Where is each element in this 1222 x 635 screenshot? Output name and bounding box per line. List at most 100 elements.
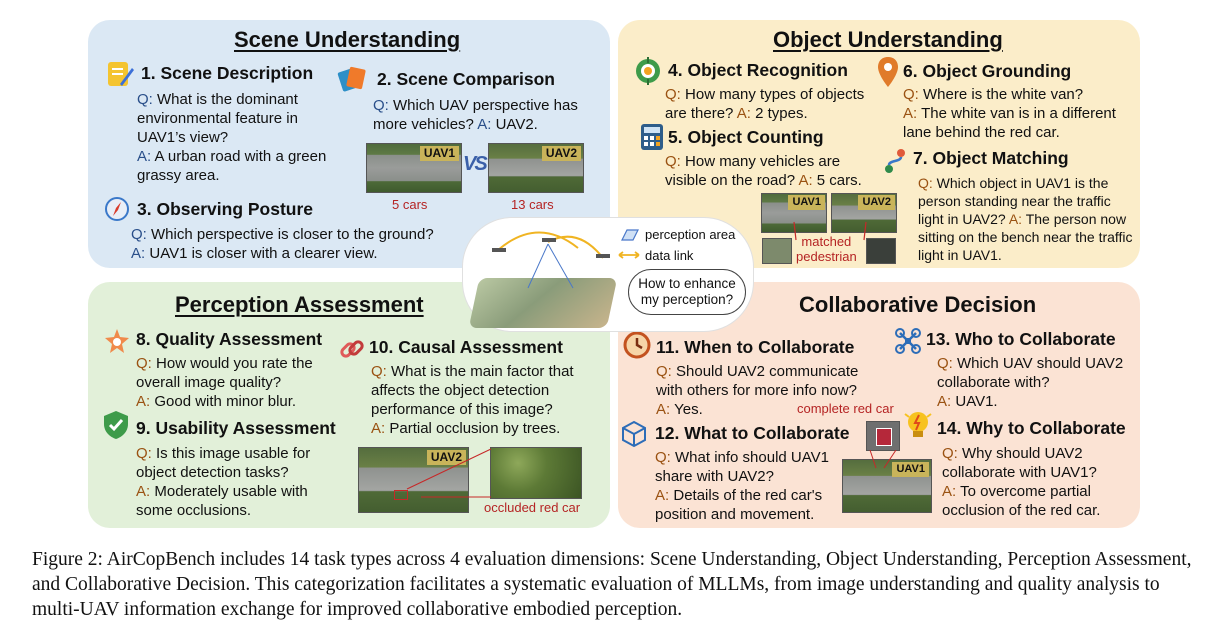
task-1-title: 1. Scene Description	[141, 63, 314, 83]
lightbulb-icon	[904, 412, 932, 437]
task-4-qa: Q: How many types of objects are there? …	[665, 85, 865, 123]
task-10-q-label: Q:	[371, 363, 387, 380]
task-2-qa: Q: Which UAV perspective has more vehicl…	[373, 96, 598, 134]
object-uav2-tag: UAV2	[858, 195, 895, 210]
task-4-question: How many types of objects are there?	[665, 86, 865, 122]
versus-label: VS	[463, 153, 488, 175]
occluded-car-box	[394, 490, 408, 500]
task-7-q-label: Q:	[918, 175, 933, 191]
task-8-answer: Good with minor blur.	[154, 393, 297, 410]
uav1-scene-photo: UAV1	[366, 143, 462, 193]
match-lines	[793, 221, 867, 241]
task-10-title: 10. Causal Assessment	[369, 337, 563, 357]
task-9-q-label: Q:	[136, 445, 152, 462]
task-12-question: What info should UAV1 share with UAV2?	[655, 449, 829, 485]
pedestrian-crop-uav1	[762, 238, 792, 264]
task-5-q-label: Q:	[665, 153, 681, 170]
task-6-question: Where is the white van?	[923, 86, 1084, 103]
task-6-answer: The white van is in a different lane beh…	[903, 105, 1116, 141]
task-13-q-label: Q:	[937, 355, 953, 372]
object-understanding-title: Object Understanding	[773, 27, 1003, 52]
location-pin-icon	[878, 57, 898, 87]
compass-icon	[105, 197, 129, 221]
occluded-red-car-label: occluded red car	[484, 500, 581, 515]
task-11-title: 11. When to Collaborate	[656, 337, 855, 357]
uav2-tag: UAV2	[541, 146, 581, 161]
task-10-answer: Partial occlusion by trees.	[389, 420, 561, 437]
compare-cards-icon	[337, 66, 366, 92]
red-car-crop	[866, 421, 900, 451]
task-1-answer: A urban road with a green grassy area.	[137, 148, 327, 184]
uav2-occluded-photo: UAV2	[358, 447, 469, 513]
red-car-shape	[876, 428, 892, 446]
collab-uav1-tag: UAV1	[892, 462, 929, 477]
task-10-a-label: A:	[371, 420, 386, 437]
task-3-title: 3. Observing Posture	[137, 199, 314, 219]
task-8-question: How would you rate the overall image qua…	[136, 355, 313, 391]
zoom-lines	[406, 448, 492, 498]
task-12-answer: Details of the red car's position and mo…	[655, 487, 823, 523]
notepad-pencil-icon	[108, 62, 134, 86]
target-icon	[636, 57, 660, 85]
uav2-scene-photo: UAV2	[488, 143, 584, 193]
task-13-title: 13. Who to Collaborate	[926, 329, 1116, 349]
task-4-title: 4. Object Recognition	[668, 60, 848, 80]
task-13-answer: UAV1.	[955, 393, 998, 410]
task-2-title: 2. Scene Comparison	[377, 69, 555, 89]
task-14-a-label: A:	[942, 483, 957, 500]
scene-understanding-title: Scene Understanding	[234, 27, 461, 52]
task-13-question: Which UAV should UAV2 collaborate with?	[937, 355, 1124, 391]
task-7-qa: Q: Which object in UAV1 is the person st…	[918, 174, 1133, 264]
uav1-tag: UAV1	[419, 146, 459, 161]
task-7-title: 7. Object Matching	[913, 148, 1069, 168]
task-5-answer: 5 cars.	[816, 172, 862, 189]
task-6-a-label: A:	[903, 105, 918, 122]
task-12-qa: Q: What info should UAV1 share with UAV2…	[655, 448, 850, 524]
task-5-title: 5. Object Counting	[668, 127, 824, 147]
uav1-car-count: 5 cars	[392, 197, 428, 212]
task-9-question: Is this image usable for object detectio…	[136, 445, 311, 481]
drone-icon	[895, 328, 921, 354]
route-match-icon	[885, 149, 905, 173]
uav2-car-count: 13 cars	[511, 197, 554, 212]
data-link-arrow-icon	[618, 251, 640, 259]
task-14-q-label: Q:	[942, 445, 958, 462]
task-2-q-label: Q:	[373, 97, 389, 114]
task-3-q-label: Q:	[131, 226, 147, 243]
task-12-title: 12. What to Collaborate	[655, 423, 850, 443]
task-5-qa: Q: How many vehicles are visible on the …	[665, 152, 880, 190]
task-9-qa: Q: Is this image usable for object detec…	[136, 444, 336, 520]
pedestrian-crop-uav2	[866, 238, 896, 264]
legend-perception-area: perception area	[645, 227, 736, 242]
task-1-question: What is the dominant environmental featu…	[137, 91, 298, 146]
task-9-a-label: A:	[136, 483, 151, 500]
perception-area-icon	[621, 229, 639, 241]
task-3-question: Which perspective is closer to the groun…	[151, 226, 434, 243]
task-7-a-label: A:	[1008, 211, 1023, 227]
star-badge-icon	[105, 329, 129, 353]
task-8-title: 8. Quality Assessment	[136, 329, 323, 349]
task-14-qa: Q: Why should UAV2 collaborate with UAV1…	[942, 444, 1132, 520]
drones-link-graphic	[492, 231, 610, 289]
task-6-qa: Q: Where is the white van? A: The white …	[903, 85, 1133, 142]
task-11-a-label: A:	[656, 401, 671, 418]
task-10-qa: Q: What is the main factor that affects …	[371, 362, 596, 438]
network-cube-icon	[622, 420, 646, 448]
clock-icon	[623, 331, 651, 359]
task-11-q-label: Q:	[656, 363, 672, 380]
task-12-q-label: Q:	[655, 449, 671, 466]
perception-uav2-tag: UAV2	[426, 450, 466, 465]
task-9-answer: Moderately usable with some occlusions.	[136, 483, 308, 519]
task-13-a-label: A:	[937, 393, 952, 410]
task-6-title: 6. Object Grounding	[903, 61, 1072, 81]
collaborative-decision-title: Collaborative Decision	[799, 292, 1037, 317]
task-4-a-label: A:	[736, 105, 751, 122]
figure-caption: Figure 2: AirCopBench includes 14 task t…	[32, 549, 1192, 620]
task-11-answer: Yes.	[674, 401, 703, 418]
task-5-question: How many vehicles are visible on the roa…	[665, 153, 841, 189]
task-9-title: 9. Usability Assessment	[136, 418, 336, 438]
task-3-answer: UAV1 is closer with a clearer view.	[149, 245, 378, 262]
task-2-answer: UAV2.	[495, 116, 538, 133]
task-13-qa: Q: Which UAV should UAV2 collaborate wit…	[937, 354, 1127, 411]
uav2-object-photo: UAV2	[831, 193, 897, 233]
